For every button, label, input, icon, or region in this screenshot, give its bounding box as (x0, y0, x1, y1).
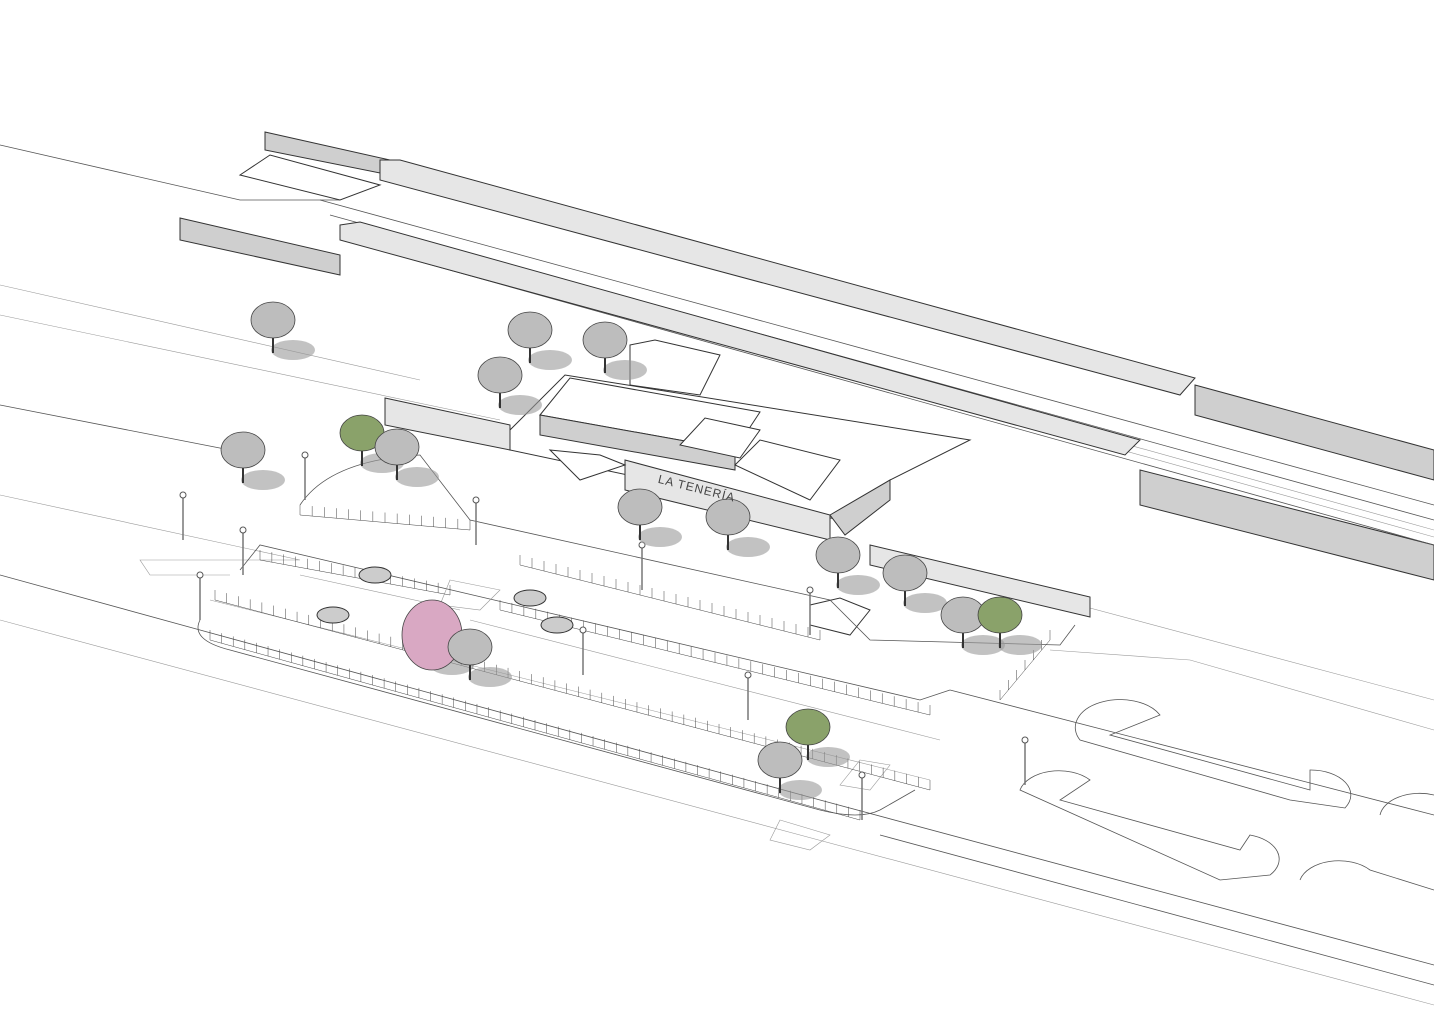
lamp-post-icon (744, 671, 752, 720)
tree-icon (940, 596, 1005, 655)
trees (220, 301, 1042, 800)
car-icon (316, 606, 350, 624)
tree-icon (977, 596, 1042, 655)
lamp-post-icon (858, 771, 866, 820)
lamp-post-icon (579, 626, 587, 675)
railway (179, 131, 1434, 581)
tree-icon (220, 431, 285, 490)
car-icon (540, 616, 574, 634)
station-building (384, 339, 1091, 636)
tree-icon (582, 321, 647, 380)
tree-icon (705, 498, 770, 557)
road-lines (0, 144, 1434, 1006)
lamp-post-icon (638, 541, 646, 590)
lamp-post-icon (806, 586, 814, 635)
lamp-post-icon (179, 491, 187, 540)
tree-icon (617, 488, 682, 547)
tree-icon (477, 356, 542, 415)
lamp-post-icon (472, 496, 480, 545)
parking-fences (209, 505, 1051, 821)
tree-icon (757, 741, 822, 800)
tree-icon (374, 428, 439, 487)
tree-icon (507, 311, 572, 370)
lamp-posts (179, 451, 1029, 820)
lamp-post-icon (196, 571, 204, 620)
lamp-post-icon (1021, 736, 1029, 785)
tree-icon (447, 628, 512, 687)
car-icon (513, 589, 547, 607)
lamp-post-icon (301, 451, 309, 500)
tree-icon (250, 301, 315, 360)
car-icon (358, 566, 392, 584)
tree-icon (882, 554, 947, 613)
tree-icon (785, 708, 850, 767)
cars (316, 566, 574, 634)
tree-icon (815, 536, 880, 595)
lamp-post-icon (239, 526, 247, 575)
